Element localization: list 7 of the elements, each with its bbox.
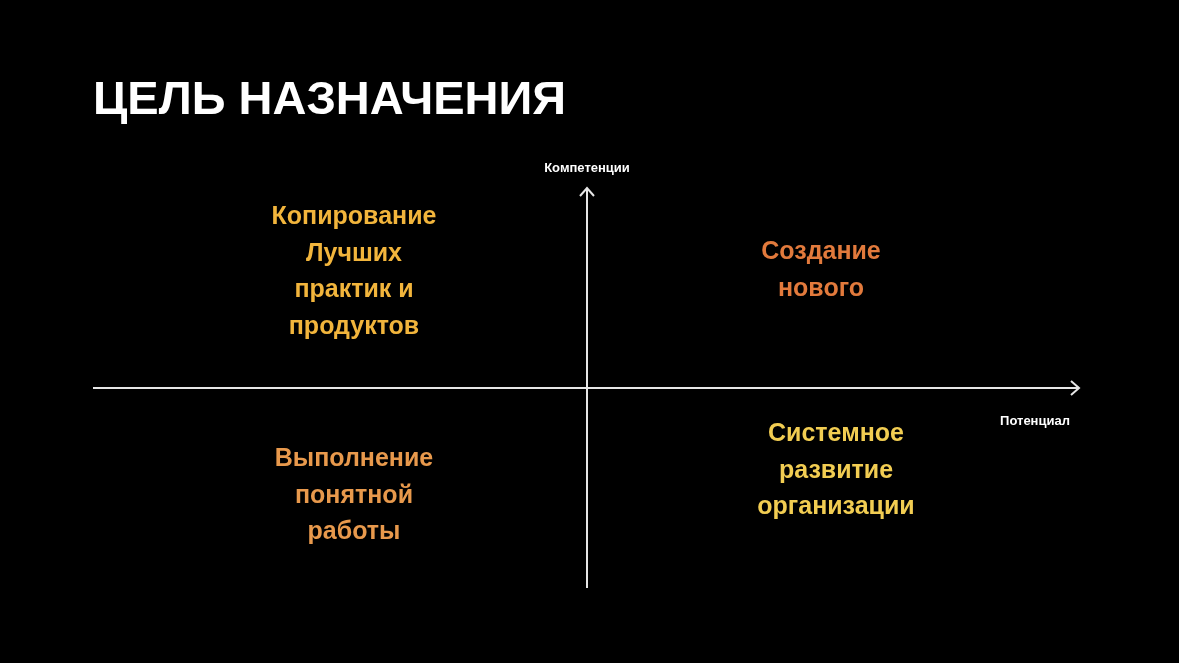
axis-label: Потенциал xyxy=(1000,412,1070,430)
quadrant-label: Копирование Лучших практик и продуктов xyxy=(270,200,438,341)
axis-label: Компетенции xyxy=(544,159,630,177)
quadrant-label: Выполнение понятной работы xyxy=(273,442,435,546)
slide-title: ЦЕЛЬ НАЗНАЧЕНИЯ xyxy=(93,70,566,126)
quadrant-label: Создание нового xyxy=(760,235,882,303)
quadrant-label: Системное развитие организации xyxy=(756,417,916,521)
